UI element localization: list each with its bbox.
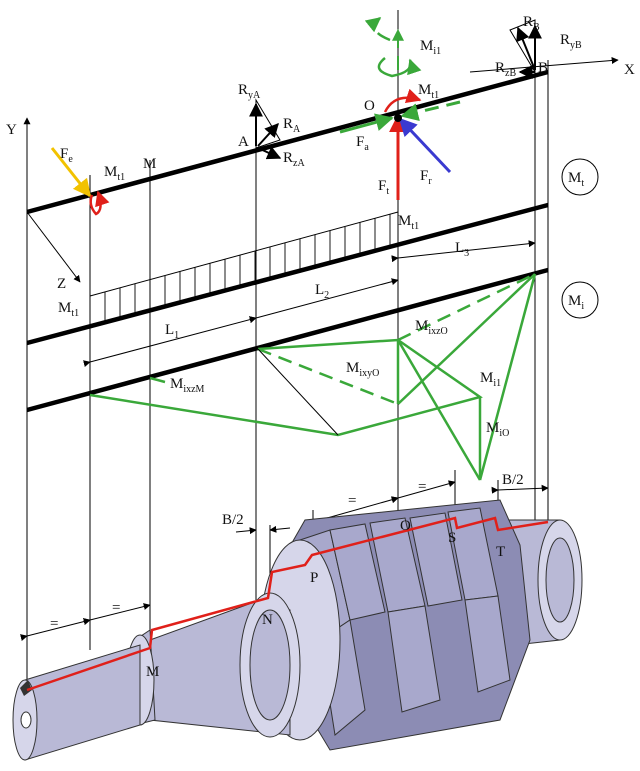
rya-label: RyA: [238, 82, 261, 101]
mi1-top-label: Mi1: [420, 38, 441, 57]
point-t: T: [496, 544, 505, 560]
ft-label: Ft: [378, 178, 389, 197]
torsion-diagram: [26, 202, 549, 346]
point-b: B: [538, 60, 548, 76]
mt1-right-label: Mt1: [418, 82, 439, 101]
ryb-label: RyB: [560, 32, 582, 51]
fe-arrow: [50, 147, 92, 198]
point-n: N: [262, 612, 273, 628]
bending-moment-diagram: [89, 272, 537, 481]
l1-label: L1: [165, 322, 179, 341]
rzb-label: RzB: [495, 60, 516, 79]
mt1-right-curl: [383, 88, 422, 113]
point-s: S: [448, 530, 456, 546]
mt1-left-curl: [89, 190, 110, 216]
fa-label: Fa: [356, 134, 369, 153]
fa-arrow: [339, 113, 394, 134]
mi1-curl-upper: [364, 17, 391, 42]
equal-mark-3: =: [50, 616, 58, 632]
fr-label: Fr: [420, 168, 432, 187]
axis-z-label: Z: [57, 276, 66, 292]
svg-text:Mi: Mi: [568, 293, 584, 312]
point-m-bottom: M: [146, 664, 159, 680]
projection-polyline: [26, 516, 549, 692]
mi1-curl-lower: [377, 57, 422, 78]
mt1-diagram-left-label: Mt1: [58, 300, 79, 319]
point-m-top: M: [143, 156, 156, 172]
equal-mark-4: =: [112, 600, 120, 616]
fe-label: Fe: [60, 146, 73, 165]
mi1-diagram-label: Mi1: [480, 370, 501, 389]
point-a: A: [238, 134, 249, 150]
point-p: P: [310, 570, 318, 586]
mt1-left-label: Mt1: [104, 164, 125, 183]
mixyo-label: MixyO: [346, 360, 379, 379]
force-vectors: [50, 17, 542, 216]
rza-label: RzA: [283, 150, 305, 169]
ra-label: RA: [283, 116, 301, 135]
shaft-3d-drawing: [12, 499, 583, 761]
point-o-top: O: [364, 98, 375, 114]
bending-baseline: [26, 267, 549, 413]
axis-x-label: X: [624, 62, 635, 78]
half-b-right: B/2: [502, 472, 524, 488]
rb-label: RB: [523, 14, 540, 33]
diagram-key-torsion: Mt: [561, 158, 599, 196]
half-b-left: B/2: [222, 512, 244, 528]
shaft-axis-line: [26, 69, 549, 215]
labels: Fe Mt1 M RyA RA A RzA O Fa Ft Fr Mi1 Mt1…: [50, 14, 582, 680]
fr-arrow: [398, 117, 452, 174]
equal-mark-2: =: [418, 479, 426, 495]
point-o-bottom: O: [400, 518, 411, 534]
equal-mark-1: =: [348, 493, 356, 509]
dimension-lines: [20, 240, 549, 641]
mixzo-label: MixzO: [415, 318, 448, 337]
svg-text:Mt: Mt: [568, 170, 584, 189]
l2-label: L2: [315, 282, 329, 301]
reaction-dashed-arrow: [400, 100, 461, 121]
mixzm-label: MixzM: [170, 376, 205, 395]
l3-label: L3: [455, 240, 469, 259]
mio-label: MiO: [486, 420, 509, 439]
axis-y-label: Y: [6, 122, 17, 138]
mt1-diagram-label: Mt1: [398, 213, 419, 232]
diagram-key-bending: Mi: [561, 281, 599, 319]
